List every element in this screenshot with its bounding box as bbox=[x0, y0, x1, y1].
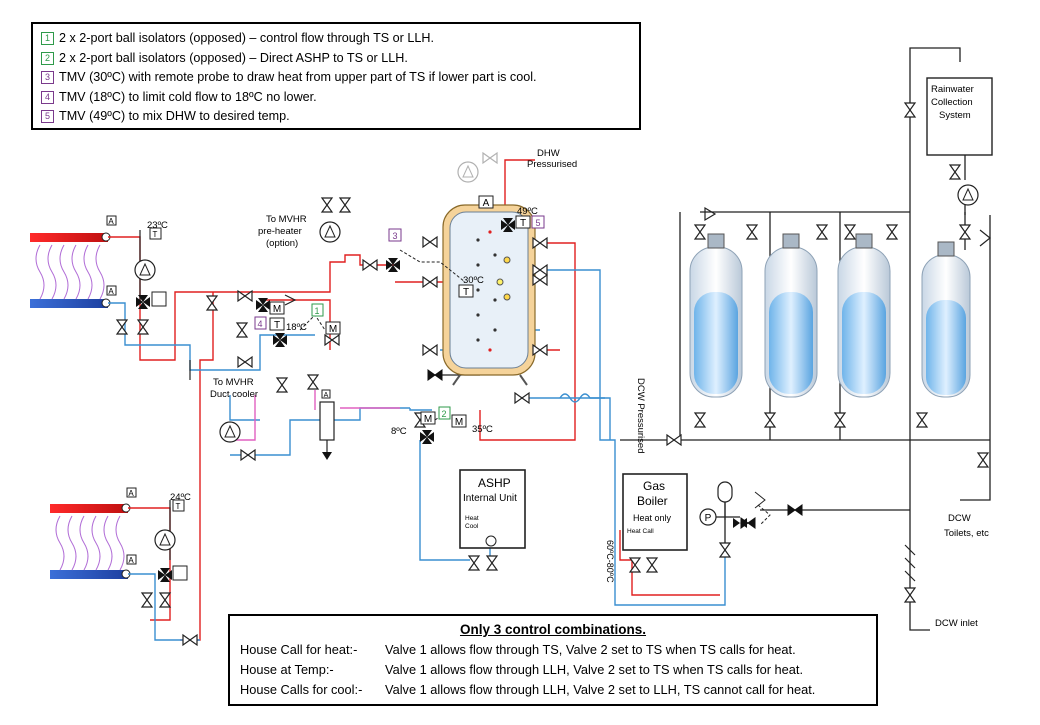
three-way-valves bbox=[136, 218, 747, 582]
legend-number: 2 bbox=[41, 51, 54, 65]
low-loss-header bbox=[319, 401, 335, 441]
mvhr-duct-label: Duct cooler bbox=[210, 389, 258, 400]
thermal-store-tank bbox=[442, 204, 536, 386]
t-tag: T bbox=[463, 287, 469, 298]
legend-text: 2 x 2-port ball isolators (opposed) – Di… bbox=[59, 50, 408, 65]
control-row: House at Temp:- Valve 1 allows flow throu… bbox=[240, 662, 803, 677]
legend-item: 2 2 x 2-port ball isolators (opposed) – D… bbox=[41, 49, 631, 69]
dcw-inlet-label: DCW inlet bbox=[935, 618, 978, 629]
num-tag-3: 3 bbox=[392, 231, 397, 241]
dcw-pressurised-label: DCW Pressurised bbox=[635, 378, 646, 454]
legend-number: 5 bbox=[41, 110, 54, 124]
t-tag: T bbox=[274, 320, 280, 331]
num-tag-2: 2 bbox=[441, 409, 446, 419]
rainwater-label: Collection bbox=[931, 97, 973, 108]
number-tags bbox=[254, 215, 545, 420]
temp-label: 30ºC bbox=[463, 275, 484, 286]
boiler-call-label: Heat Call bbox=[627, 528, 654, 535]
boiler-temp-label: 60ºC-80ºC bbox=[605, 540, 615, 583]
ashp-heat-label: Heat bbox=[465, 515, 479, 522]
m-tag: M bbox=[455, 417, 463, 428]
a-tag: A bbox=[324, 392, 329, 399]
legend-item: 3 TMV (30ºC) with remote probe to draw he… bbox=[41, 68, 631, 88]
a-tag: A bbox=[128, 489, 134, 498]
temp-label: 24ºC bbox=[170, 492, 191, 503]
legend-text: 2 x 2-port ball isolators (opposed) – co… bbox=[59, 31, 434, 45]
num-tag-1: 1 bbox=[314, 306, 319, 316]
pump-icon bbox=[154, 529, 176, 551]
m-tag: M bbox=[329, 324, 337, 335]
control-label: House at Temp:- bbox=[240, 662, 334, 677]
legend-text: TMV (30ºC) with remote probe to draw hea… bbox=[59, 70, 537, 85]
dhw-label: Pressurised bbox=[527, 159, 577, 170]
m-tag: M bbox=[424, 414, 432, 425]
rainwater-box bbox=[926, 77, 993, 156]
expansion-vessel bbox=[717, 481, 733, 503]
control-label: House Call for heat:- bbox=[240, 642, 358, 657]
legend-item: 4 TMV (18ºC) to limit cold flow to 18ºC n… bbox=[41, 88, 631, 108]
dcw-toilets-label: Toilets, etc bbox=[944, 528, 989, 539]
control-label: House Calls for cool:- bbox=[240, 682, 363, 697]
control-text: Valve 1 allows flow through LLH, Valve 2… bbox=[385, 682, 816, 697]
temp-label: 35ºC bbox=[472, 424, 493, 435]
dhw-label: DHW bbox=[537, 148, 560, 159]
legend-box: 1 2 x 2-port ball isolators (opposed) – c… bbox=[31, 22, 641, 130]
boiler-label: Boiler bbox=[637, 494, 668, 508]
control-text: Valve 1 allows flow through LLH, Valve 2… bbox=[385, 662, 804, 677]
boiler-label: Heat only bbox=[633, 513, 672, 523]
temp-label: 8ºC bbox=[391, 426, 407, 437]
tank-temp-sensors bbox=[269, 195, 531, 428]
control-text: Valve 1 allows flow through TS, Valve 2 … bbox=[385, 642, 796, 657]
temp-label: 23ºC bbox=[147, 220, 168, 231]
legend-item: 1 2 x 2-port ball isolators (opposed) – c… bbox=[41, 29, 631, 49]
boiler-label: Gas bbox=[643, 479, 665, 493]
radiator-upper bbox=[30, 232, 111, 308]
temp-label: 49ºC bbox=[517, 206, 538, 217]
t-tag: T bbox=[520, 218, 526, 229]
t-tag: T bbox=[176, 502, 181, 511]
a-tag: A bbox=[108, 287, 114, 296]
legend-text: TMV (49ºC) to mix DHW to desired temp. bbox=[59, 109, 290, 124]
ashp-label: Internal Unit bbox=[463, 493, 517, 504]
ashp-box bbox=[459, 469, 526, 549]
pump-icon bbox=[319, 221, 341, 243]
rainwater-label: System bbox=[939, 110, 971, 121]
num-tag-4: 4 bbox=[257, 319, 262, 329]
a-tag: A bbox=[108, 217, 114, 226]
control-combinations-box: Only 3 control combinations. House Call … bbox=[228, 614, 878, 706]
t-tag: T bbox=[153, 230, 158, 239]
pump-icon bbox=[219, 421, 241, 443]
p-tag: P bbox=[705, 513, 712, 524]
legend-number: 4 bbox=[41, 90, 54, 104]
pump-icon bbox=[957, 184, 979, 206]
control-row: House Call for heat:- Valve 1 allows flow… bbox=[240, 642, 796, 657]
mvhr-preheater-label: To MVHR bbox=[266, 214, 307, 225]
boiler-box bbox=[622, 473, 688, 551]
temp-label: 18ºC bbox=[286, 322, 307, 333]
legend-number: 1 bbox=[41, 32, 54, 45]
control-title: Only 3 control combinations. bbox=[459, 622, 647, 637]
a-tag: A bbox=[483, 198, 490, 209]
storage-vessels bbox=[689, 233, 971, 398]
dcw-toilets-label: DCW bbox=[948, 513, 971, 524]
rainwater-label: Rainwater bbox=[931, 84, 974, 95]
radiator-lower bbox=[50, 503, 131, 579]
mvhr-preheater-label: pre-heater bbox=[258, 226, 302, 237]
mvhr-duct-label: To MVHR bbox=[213, 377, 254, 388]
legend-item: 5 TMV (49ºC) to mix DHW to desired temp. bbox=[41, 107, 631, 127]
a-tag: A bbox=[128, 556, 134, 565]
ashp-cool-label: Cool bbox=[465, 523, 479, 530]
m-tag: M bbox=[273, 304, 281, 315]
legend-text: TMV (18ºC) to limit cold flow to 18ºC no… bbox=[59, 89, 317, 104]
num-tag-5: 5 bbox=[535, 218, 540, 228]
pump-icon bbox=[134, 259, 156, 281]
ashp-label: ASHP bbox=[478, 476, 511, 490]
mvhr-preheater-label: (option) bbox=[266, 238, 298, 249]
control-row: House Calls for cool:- Valve 1 allows flo… bbox=[240, 682, 815, 697]
ashp-pump-icon bbox=[485, 535, 497, 547]
legend-number: 3 bbox=[41, 71, 54, 85]
hot-pipes bbox=[108, 159, 720, 641]
cool-pipes bbox=[230, 390, 400, 441]
